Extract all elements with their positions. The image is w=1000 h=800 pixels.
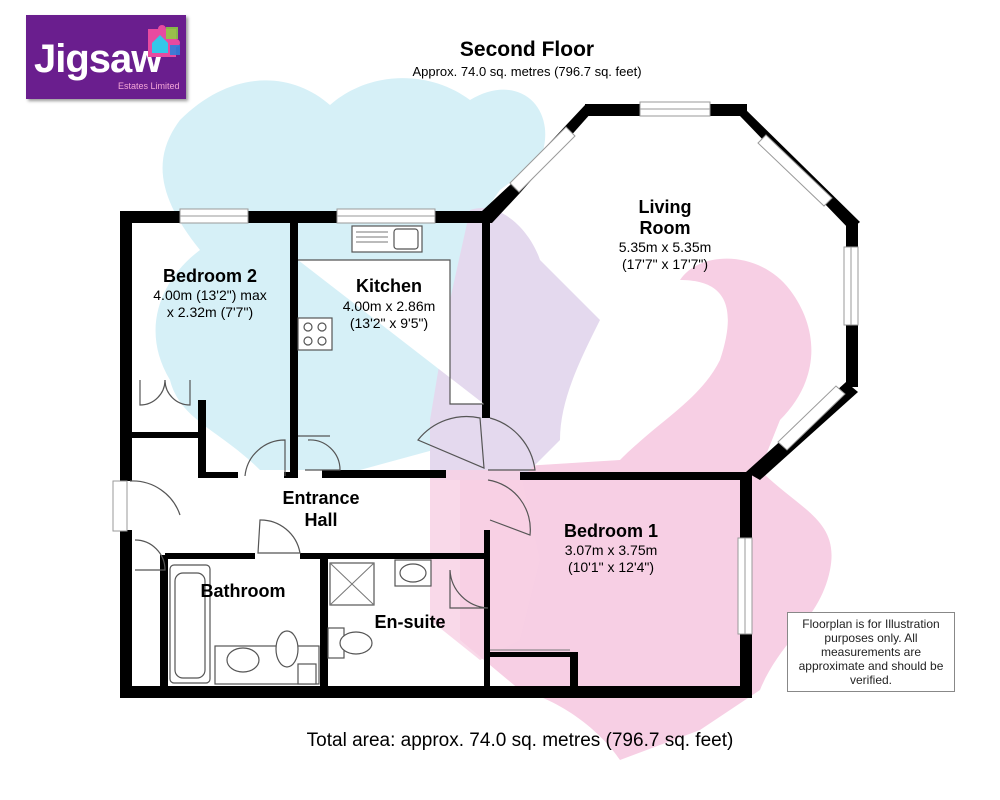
hall-name-2: Hall [304,510,337,530]
watermark-lilac-piece [430,208,600,480]
logo-subtitle: Estates Limited [118,81,180,91]
bedroom2-name: Bedroom 2 [163,266,257,286]
watermark-pink-piece [460,258,832,760]
living-name-1: Living [639,197,692,217]
jigsaw-piece-icon [148,25,180,57]
bedroom1-dim2: (10'1" x 12'4") [568,559,654,575]
logo-wordmark: Jigsaw [34,37,162,81]
fixtures [169,225,570,685]
bedroom2-dim2: x 2.32m (7'7") [167,304,253,320]
total-area: Total area: approx. 74.0 sq. metres (796… [307,730,734,751]
floor-title: Second Floor [460,38,594,61]
ensuite-name: En-suite [374,612,445,632]
windows [112,101,859,635]
living-dim2: (17'7" x 17'7") [622,256,708,272]
floor-area: Approx. 74.0 sq. metres (796.7 sq. feet) [412,64,641,79]
disclaimer-note: Floorplan is for Illustration purposes o… [787,612,955,692]
bathroom-name: Bathroom [201,581,286,601]
bedroom1-dim1: 3.07m x 3.75m [565,542,658,558]
bedroom2-dim1: 4.00m (13'2") max [153,287,266,303]
kitchen-name: Kitchen [356,276,422,296]
kitchen-dim1: 4.00m x 2.86m [343,298,436,314]
bedroom1-name: Bedroom 1 [564,521,658,541]
kitchen-dim2: (13'2" x 9'5") [350,315,428,331]
living-name-2: Room [640,218,691,238]
doors [129,379,536,609]
company-logo: Jigsaw Estates Limited [26,15,186,99]
hall-name-1: Entrance [282,488,359,508]
living-dim1: 5.35m x 5.35m [619,239,712,255]
